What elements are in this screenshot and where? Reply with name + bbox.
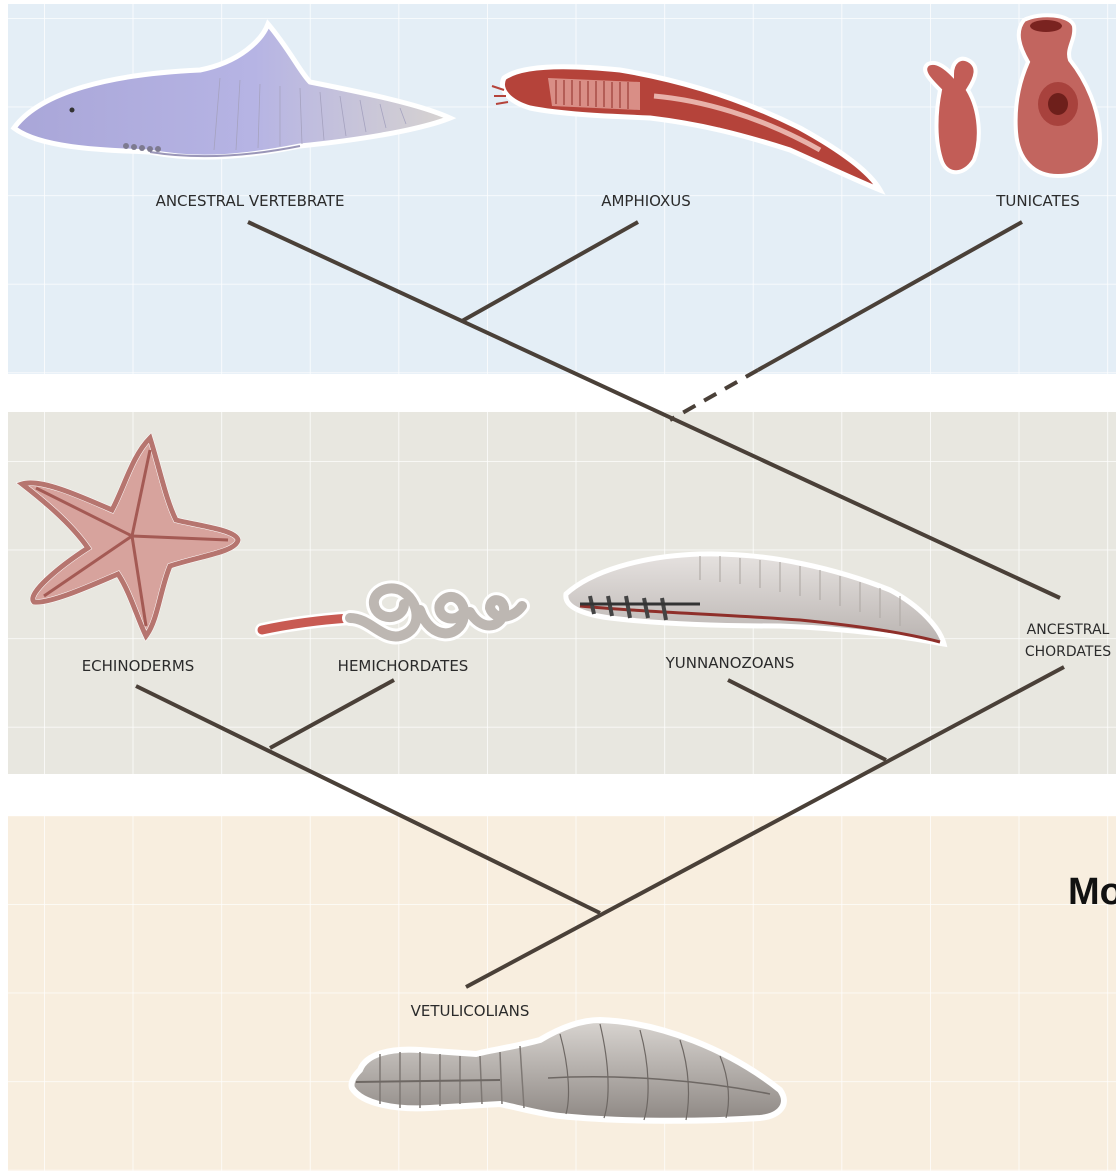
cutoff-overlay-text: Mo (1068, 871, 1116, 913)
label-ancestral-chordates-line1: ANCESTRAL (1027, 622, 1110, 638)
background-bands (8, 4, 1116, 1171)
label-amphioxus: AMPHIOXUS (601, 192, 691, 210)
label-ancestral-chordates-line2: CHORDATES (1025, 644, 1111, 660)
label-tunicates: TUNICATES (995, 192, 1080, 210)
label-vetulicolians: VETULICOLIANS (411, 1002, 530, 1020)
label-yunnanozoans: YUNNANOZOANS (665, 654, 795, 672)
label-echinoderms: ECHINODERMS (82, 657, 195, 675)
label-ancestral-vertebrate: ANCESTRAL VERTEBRATE (156, 192, 345, 210)
label-hemichordates: HEMICHORDATES (338, 657, 469, 675)
